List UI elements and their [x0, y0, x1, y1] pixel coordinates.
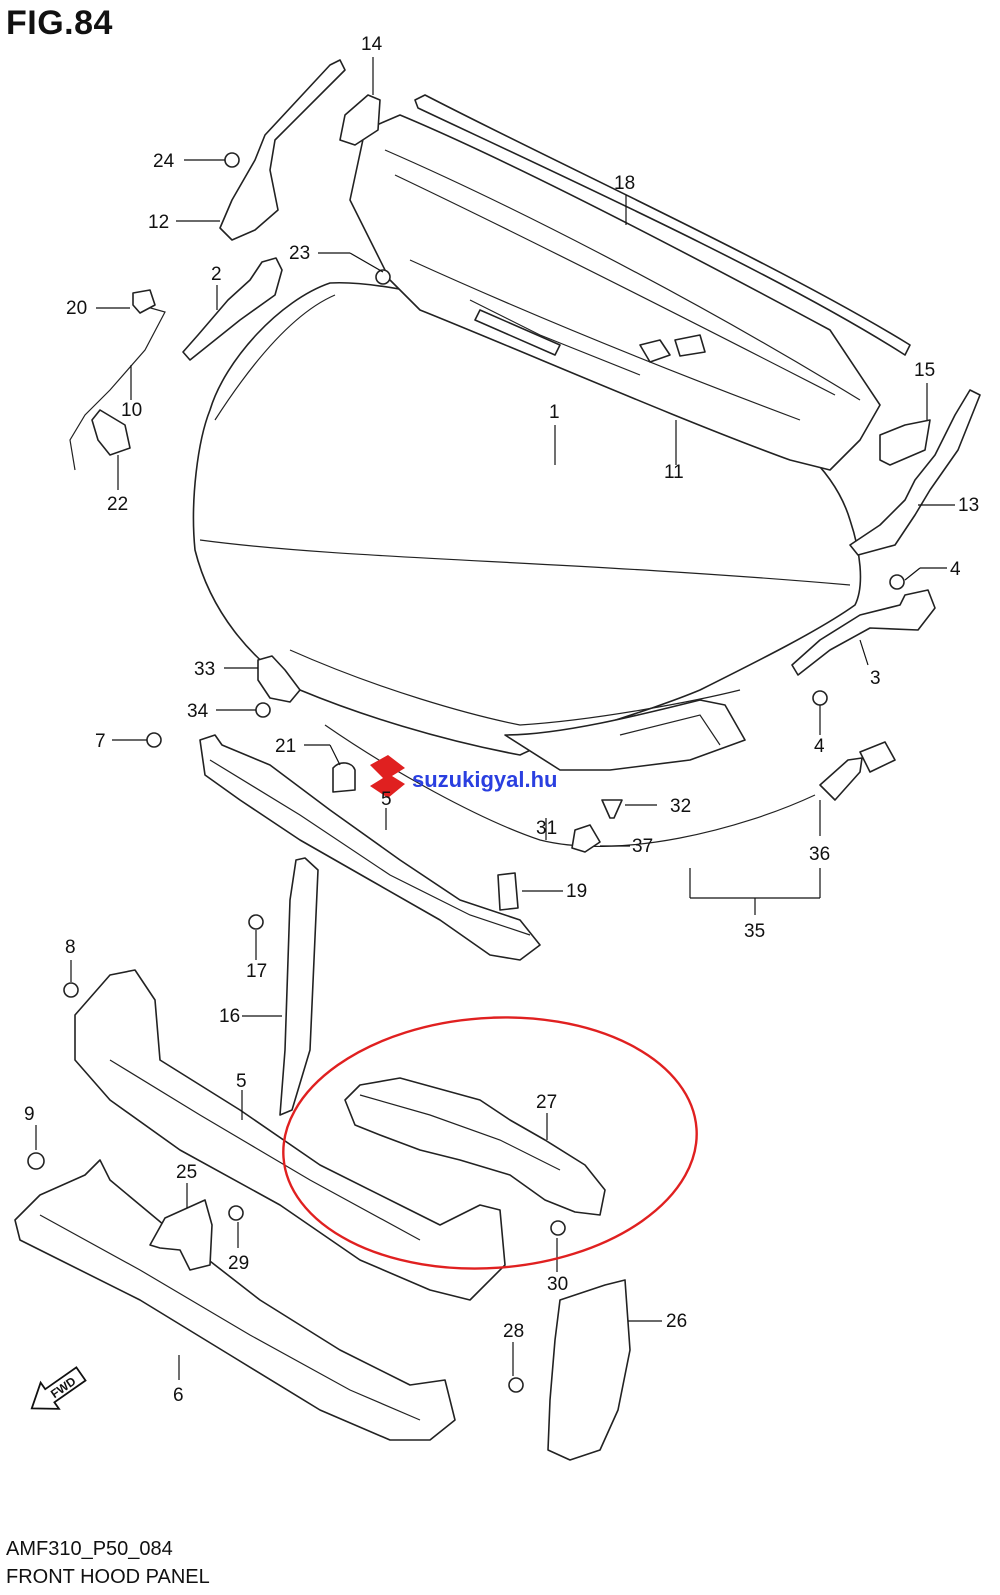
watermark: suzukigyal.hu: [370, 755, 557, 798]
bolt-9: [63, 982, 79, 998]
highlight-ellipse: [282, 1016, 698, 1270]
bolt-35: [255, 702, 271, 718]
callout-24: 23: [289, 243, 310, 264]
callout-31: 30: [547, 1274, 568, 1295]
callout-25: 24: [153, 151, 175, 172]
callout-3: 3: [870, 668, 881, 689]
figure-code: AMF310_P50_084: [6, 1538, 173, 1560]
callout-8: 7: [95, 731, 106, 752]
callout-27: 26: [666, 1311, 687, 1332]
callout-leader-lines: [35, 57, 955, 1380]
callout-23: 22: [107, 494, 128, 515]
callout-numbers: 14 24 18 12 23 2 20 15 10 1 11 22 13 4 3…: [24, 34, 979, 1406]
callout-26: 25: [176, 1162, 197, 1183]
bolt-4-upper: [889, 574, 905, 590]
nut-10: [27, 1152, 45, 1170]
clip-31: [550, 1220, 566, 1236]
callout-9: 8: [65, 937, 76, 958]
callout-34: 33: [194, 659, 215, 680]
callout-30: 29: [228, 1253, 249, 1274]
callout-10: 9: [24, 1104, 35, 1125]
callout-19: 18: [614, 173, 635, 194]
cable-clamp: [571, 824, 601, 853]
callout-6: 5: [236, 1071, 247, 1092]
cowl-side-panel-left: [219, 59, 346, 241]
callout-15: 14: [361, 34, 383, 55]
figure-title: FIG.84: [6, 4, 113, 42]
clip-30: [228, 1205, 244, 1221]
watermark-text: suzukigyal.hu: [412, 767, 557, 792]
fwd-arrow-icon: FWD: [30, 1366, 87, 1410]
radiator-upper-member: [199, 734, 541, 961]
front-side-lower-cover: [547, 1279, 631, 1461]
callout-4a: 4: [950, 559, 961, 580]
callout-14: 13: [958, 495, 979, 516]
radiator-air-guide: [344, 1077, 606, 1216]
callout-5: 5: [381, 789, 392, 810]
hood-weatherstrip: [414, 94, 911, 356]
hood-bumper: [497, 872, 519, 911]
front-bumper-reinforcement: [14, 1159, 456, 1441]
callout-20: 19: [566, 881, 587, 902]
hose-clip: [132, 289, 156, 314]
callout-29: 28: [503, 1321, 524, 1342]
callout-36: 35: [744, 921, 765, 942]
hood-hinge-right: [791, 589, 936, 676]
bolt-29: [508, 1377, 524, 1393]
callout-18: 17: [246, 961, 267, 982]
callout-11: 10: [121, 400, 142, 421]
callout-35: 34: [187, 701, 209, 722]
hood-lock-stay-plate: [149, 1199, 213, 1271]
callout-21: 20: [66, 298, 87, 319]
radiator-lower-member: [74, 969, 506, 1301]
bolt-18: [248, 914, 264, 930]
washer-hose: [69, 304, 166, 471]
hood-retainer-clip: [601, 799, 623, 819]
suzuki-s-logo: [370, 755, 405, 798]
callout-16: 15: [914, 360, 935, 381]
fasteners: [27, 152, 905, 1393]
washer-hose-connector: [91, 409, 131, 456]
hood-support-member: [279, 857, 319, 1116]
figure-name: FRONT HOOD PANEL: [6, 1566, 210, 1588]
hood-cushion: [332, 762, 356, 793]
clip-25: [224, 152, 240, 168]
clip-24: [375, 269, 391, 285]
callout-33: 32: [670, 796, 691, 817]
cowl-side-bracket-right: [879, 419, 931, 466]
cowl-side-bracket-left: [339, 94, 381, 146]
callout-22: 21: [275, 736, 296, 757]
hood-hinge-left: [182, 257, 283, 361]
callout-1: 1: [549, 402, 560, 423]
callout-17: 16: [219, 1006, 240, 1027]
callout-28: 27: [536, 1092, 557, 1113]
cowl-side-panel-right: [849, 389, 981, 556]
callout-38: 37: [632, 836, 653, 857]
bolt-8: [146, 732, 162, 748]
cowl-top-panel: [349, 114, 881, 471]
callout-12: 11: [664, 462, 684, 483]
callout-37: 36: [809, 844, 830, 865]
bolt-4-lower: [812, 690, 828, 706]
callout-32: 31: [536, 818, 557, 839]
callout-13: 12: [148, 212, 169, 233]
callout-4b: 4: [814, 736, 825, 757]
hood-latch-bracket: [257, 655, 301, 703]
callout-7: 6: [173, 1385, 184, 1406]
callout-2: 2: [211, 264, 222, 285]
